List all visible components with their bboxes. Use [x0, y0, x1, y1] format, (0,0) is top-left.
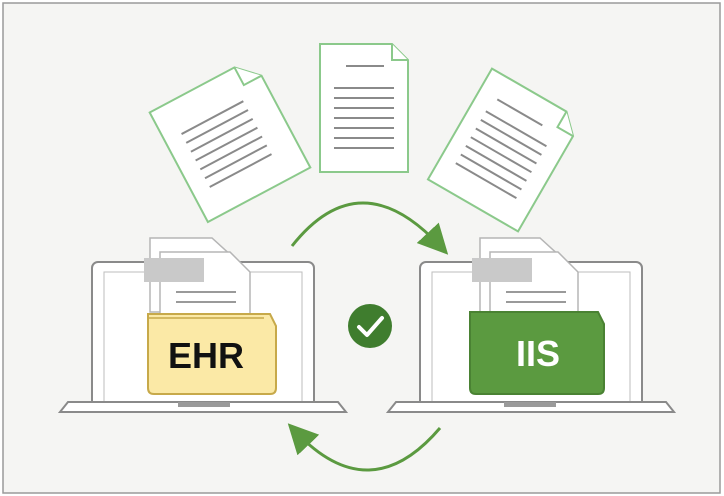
document-right [426, 67, 575, 233]
arrow-forward [290, 201, 449, 255]
check-circle-icon [348, 304, 392, 348]
ehr-folder: EHR [147, 313, 277, 395]
folder-documents-left [144, 237, 251, 321]
document-center [319, 43, 409, 173]
arrow-back [287, 423, 442, 472]
ehr-folder-label: EHR [168, 335, 244, 376]
folder-documents-right [472, 237, 579, 321]
iis-folder-label: IIS [516, 333, 560, 374]
iis-folder: IIS [469, 311, 605, 395]
document-left [148, 66, 312, 224]
